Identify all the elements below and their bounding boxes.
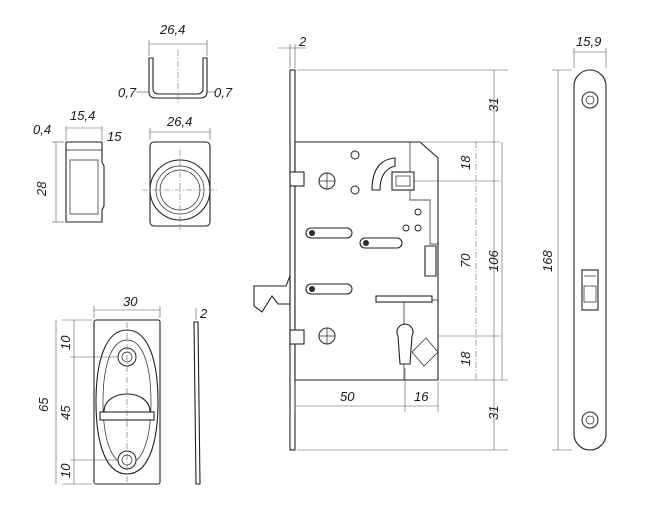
dim-faceplate-thickness: 2	[298, 34, 307, 49]
dim-lock-edge-offset: 16	[414, 389, 429, 404]
dim-lock-top-margin: 31	[486, 98, 501, 112]
dim-lock-key-offset: 18	[458, 351, 473, 366]
dim-socket-top-wall-left: 0,7	[118, 85, 137, 100]
dim-escutcheon-top: 10	[58, 335, 73, 350]
dim-socket-round-diameter: 26,4	[166, 114, 192, 129]
lock-body-view: 2	[253, 34, 508, 451]
dim-faceplate-length: 168	[540, 250, 555, 272]
dim-lock-total-inner: 106	[486, 250, 501, 272]
socket-side-view: 15,4 0,4 15 28	[33, 108, 122, 223]
dim-socket-side-height: 28	[34, 181, 49, 197]
dim-lock-backset: 50	[340, 389, 355, 404]
escutcheon-view: 30 2 65 10 45 10	[36, 294, 208, 485]
socket-round-view: 26,4	[142, 114, 218, 230]
dim-lock-bottom-margin: 31	[486, 406, 501, 420]
faceplate-view: 15,9 168	[540, 34, 607, 451]
dim-socket-side-depth: 15,4	[70, 108, 95, 123]
dim-escutcheon-holes: 45	[58, 405, 73, 420]
dim-socket-side-inner: 15	[107, 129, 122, 144]
dim-escutcheon-thickness: 2	[199, 306, 208, 321]
dim-lock-center-distance: 70	[458, 253, 473, 268]
dim-lock-spindle-offset: 18	[458, 155, 473, 170]
dim-escutcheon-height: 65	[36, 397, 51, 412]
dim-faceplate-width: 15,9	[576, 34, 601, 49]
dim-socket-top-width: 26,4	[159, 22, 185, 37]
dim-socket-top-wall-right: 0,7	[214, 85, 233, 100]
dim-escutcheon-bottom: 10	[58, 463, 73, 478]
socket-top-view: 26,4 0,7 0,7	[118, 22, 233, 104]
dim-socket-side-thickness: 0,4	[33, 122, 51, 137]
dim-escutcheon-width: 30	[123, 294, 138, 309]
